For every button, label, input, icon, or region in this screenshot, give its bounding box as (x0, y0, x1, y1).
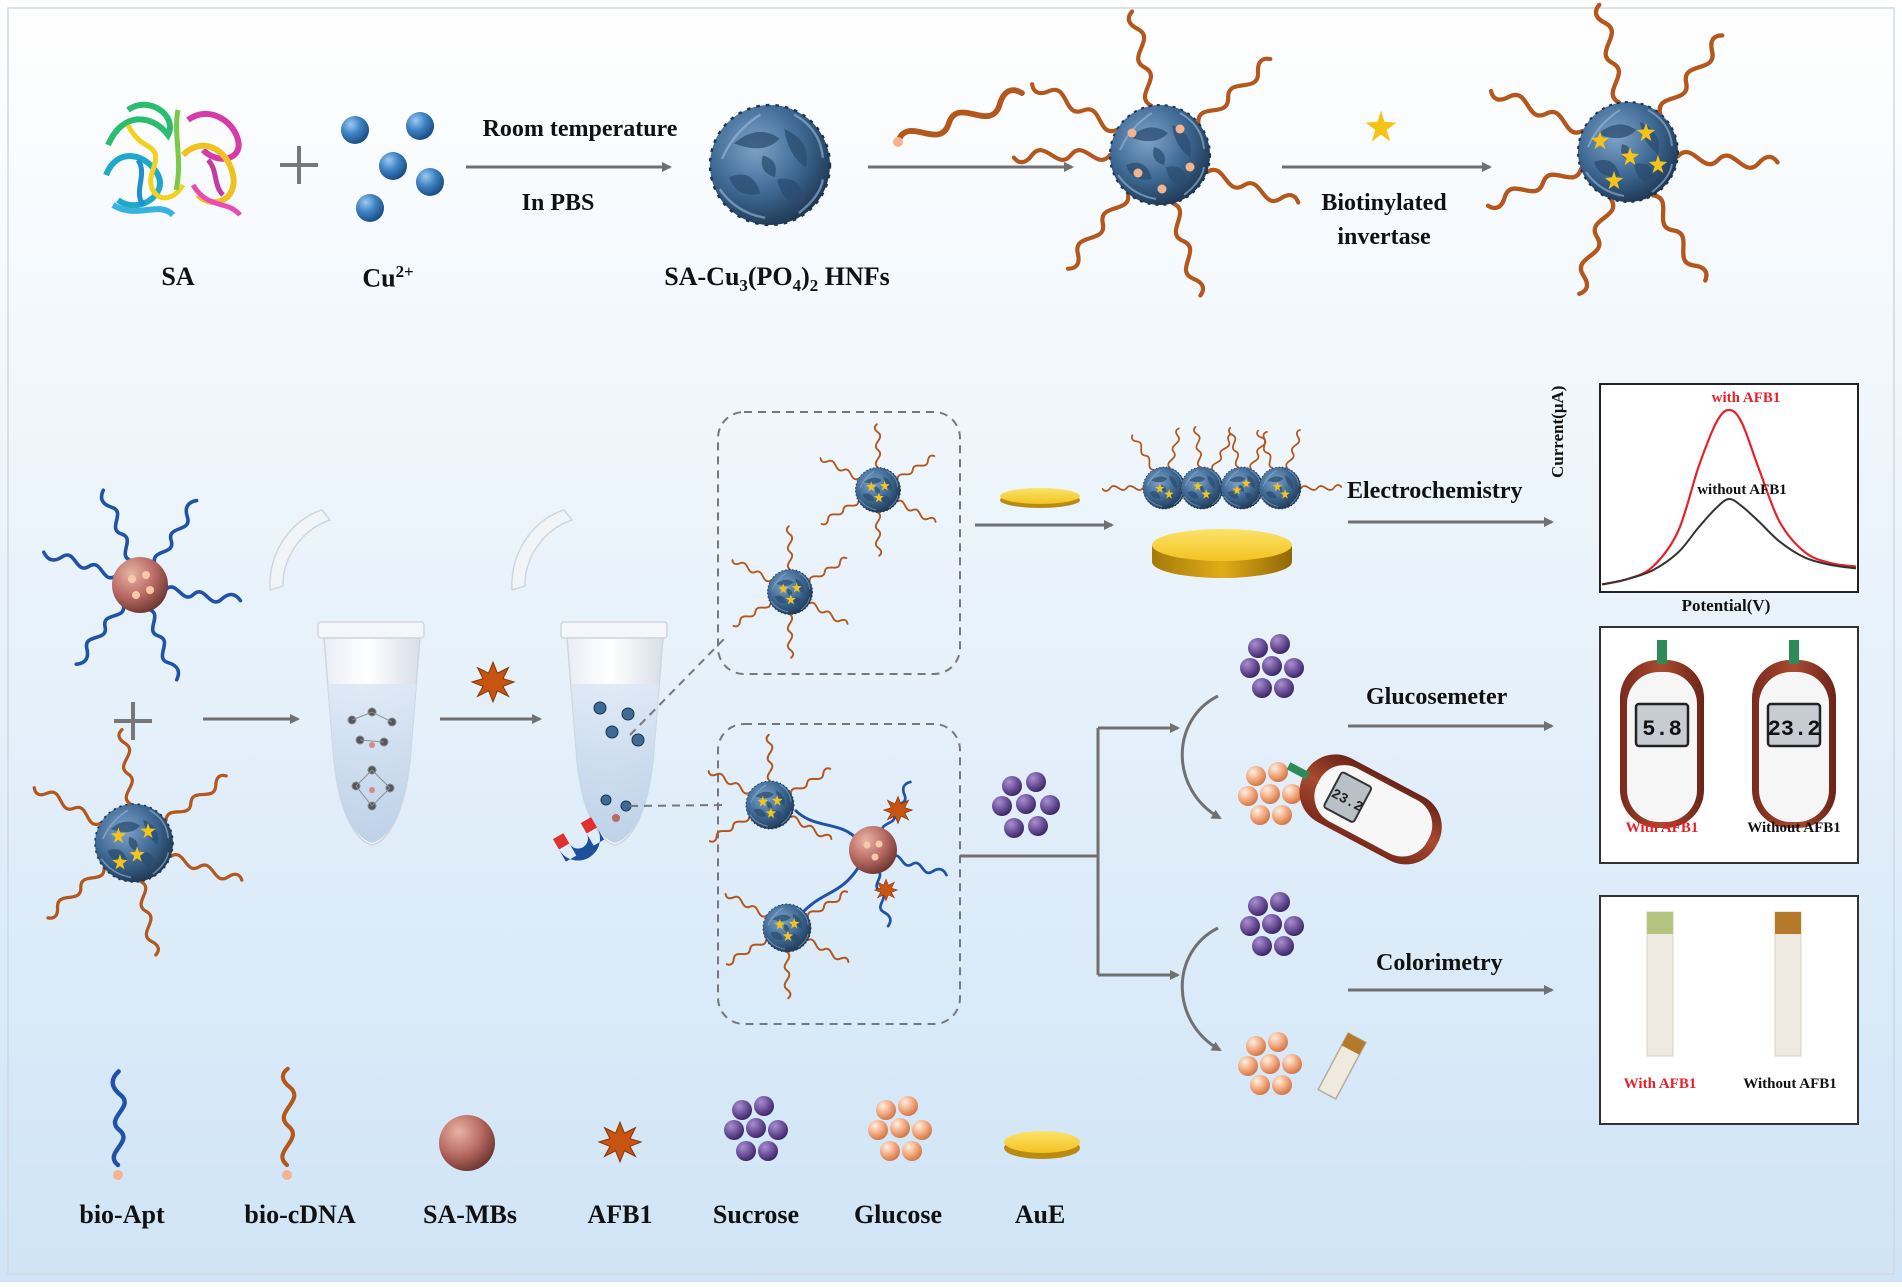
label-invertase: invertase (1337, 224, 1431, 250)
meter-without-reading: 23.2 (1768, 717, 1821, 742)
strip-without-afb1 (1774, 911, 1802, 1057)
label-hnf-sub3: 2 (809, 276, 819, 296)
hnf-bare (708, 103, 832, 227)
label-sa: SA (161, 262, 195, 291)
dpv-with-label: with AFB1 (1711, 390, 1781, 406)
reaction-tube-1 (269, 509, 425, 846)
cdna-strand-icon (893, 87, 1025, 148)
dpv-y-axis-label: Current(μA) (1548, 385, 1567, 478)
zoom-line-bottom (629, 804, 726, 807)
label-hnf-close: ) (801, 262, 810, 291)
curve-without-afb1 (1601, 497, 1857, 586)
label-in-pbs: In PBS (521, 190, 595, 216)
legend-label-aue: AuE (1014, 1200, 1066, 1229)
legend-icon-sucrose (724, 1096, 788, 1161)
label-cu: Cu2+ (362, 262, 413, 294)
legend-icon-afb1 (598, 1121, 642, 1163)
zoom-box-precipitate (717, 723, 961, 1025)
legend-icon-glucose (868, 1096, 932, 1161)
afb1-added-icon (471, 661, 515, 703)
glucose-cluster-color (1238, 1032, 1302, 1095)
label-hnf-prefix: SA-Cu (664, 262, 740, 291)
curved-arrow-gluco (1180, 694, 1222, 820)
label-glucosemeter: Glucosemeter (1366, 684, 1508, 710)
glucose-cluster-gluco (1238, 762, 1302, 825)
label-biotinylated: Biotinylated (1321, 190, 1447, 216)
legend-icon-sa-mbs (439, 1115, 495, 1171)
sucrose-cluster-gluco (1240, 634, 1304, 698)
gluco-without-label: Without AFB1 (1747, 820, 1841, 836)
legend-icon-aue (1004, 1131, 1080, 1159)
dpv-x-axis-label: Potential(V) (1681, 596, 1771, 615)
color-without-label: Without AFB1 (1743, 1076, 1837, 1092)
meter-without-afb1: 23.2 (1752, 640, 1836, 828)
label-cu-text: Cu (362, 263, 396, 293)
reaction-tube-2 (511, 509, 668, 862)
sucrose-cluster-color (1240, 892, 1304, 956)
plus-sign-left (114, 702, 152, 740)
curved-arrow-color (1180, 926, 1222, 1052)
label-hnf-suffix: HNFs (818, 262, 890, 291)
gold-electrode-small (1000, 488, 1080, 508)
sucrose-input-icon (992, 772, 1060, 838)
zoom-box-supernatant (717, 411, 961, 675)
branch-connector (960, 723, 1180, 980)
strip-with-afb1 (1646, 911, 1674, 1057)
label-sa-cu3po42-hnfs: SA-Cu3(PO4)2 HNFs (664, 262, 889, 296)
hnf-cdna-conjugate (1014, 10, 1300, 297)
color-with-label: With AFB1 (1623, 1076, 1697, 1092)
magnet-icon (552, 817, 605, 862)
label-hnf-mid: (PO (747, 262, 793, 291)
legend-label-sucrose: Sucrose (712, 1200, 800, 1229)
label-room-temperature: Room temperature (482, 116, 678, 142)
colorimetry-panel (1599, 895, 1859, 1125)
captured-complex (706, 733, 949, 1000)
legend-label-bio-apt: bio-Apt (79, 1200, 165, 1229)
gluco-with-label: With AFB1 (1625, 820, 1699, 836)
copper-ions-icon (341, 112, 444, 222)
curve-with-afb1 (1601, 408, 1857, 586)
meter-with-afb1: 5.8 (1620, 640, 1704, 828)
sa-mb-aptamer-probe (40, 486, 243, 684)
legend-label-sa-mbs: SA-MBs (423, 1200, 517, 1229)
meter-with-reading: 5.8 (1642, 717, 1682, 742)
label-hnf-sub2: 4 (792, 276, 802, 296)
handheld-glucometer: 23.2 (1286, 754, 1442, 865)
label-cu-charge: 2+ (395, 262, 414, 281)
legend-label-bio-cdna: bio-cDNA (244, 1200, 356, 1229)
test-strip-icon (1317, 1032, 1367, 1100)
legend-label-glucose: Glucose (853, 1200, 943, 1229)
legend-label-afb1: AFB1 (587, 1200, 653, 1229)
label-hnf-sub1: 3 (739, 276, 748, 296)
plus-sign-top (280, 146, 318, 184)
modified-gold-electrode (1101, 425, 1343, 578)
dpv-without-label: without AFB1 (1697, 482, 1787, 498)
streptavidin-protein-icon (103, 101, 242, 218)
zoom-line-top (629, 637, 726, 736)
label-colorimetry: Colorimetry (1376, 950, 1503, 976)
label-electrochemistry: Electrochemistry (1347, 478, 1523, 504)
